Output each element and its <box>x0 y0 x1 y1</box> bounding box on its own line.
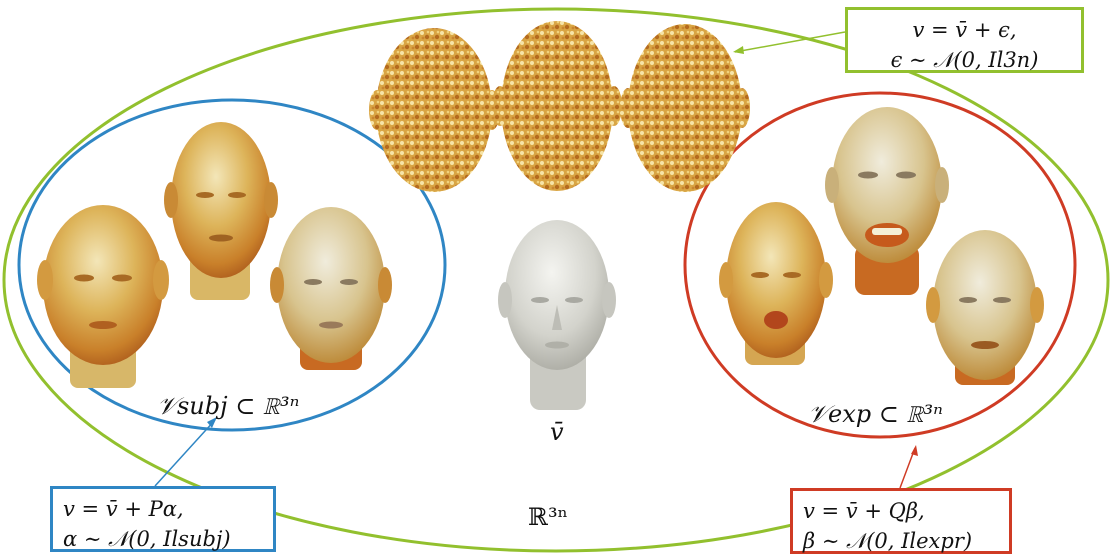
subject-model-line1: v = v̄ + Pα, <box>63 494 263 524</box>
subject-face-3 <box>270 207 392 370</box>
mean-face <box>498 220 616 410</box>
expression-face-2 <box>825 107 949 295</box>
expression-face-1 <box>719 202 833 365</box>
noise-face-2 <box>492 21 622 191</box>
subject-space-label: 𝒱subj ⊂ ℝ³ⁿ <box>157 392 299 420</box>
mean-face-label: v̄ <box>550 418 564 446</box>
subject-face-2 <box>164 122 278 300</box>
expression-model-line1: v = v̄ + Qβ, <box>803 496 999 526</box>
noise-face-1 <box>369 28 500 192</box>
subject-arrow <box>155 420 215 486</box>
expression-face-3 <box>926 230 1044 385</box>
space-label: ℝ³ⁿ <box>528 503 568 531</box>
expression-space-label: 𝒱exp ⊂ ℝ³ⁿ <box>808 400 943 428</box>
subject-model-line2: α ∼ 𝒩(0, Ilsubj) <box>63 524 263 554</box>
expression-model-line2: β ∼ 𝒩(0, Ilexpr) <box>803 526 999 556</box>
noise-model-box: v = v̄ + ϵ, ϵ ∼ 𝒩(0, Il3n) <box>845 7 1084 73</box>
noise-face-3 <box>620 24 750 192</box>
expression-model-box: v = v̄ + Qβ, β ∼ 𝒩(0, Ilexpr) <box>790 488 1012 554</box>
noise-model-line2: ϵ ∼ 𝒩(0, Il3n) <box>858 45 1071 75</box>
noise-model-line1: v = v̄ + ϵ, <box>858 15 1071 45</box>
noise-arrowhead <box>733 46 744 54</box>
subject-model-box: v = v̄ + Pα, α ∼ 𝒩(0, Ilsubj) <box>50 486 276 552</box>
